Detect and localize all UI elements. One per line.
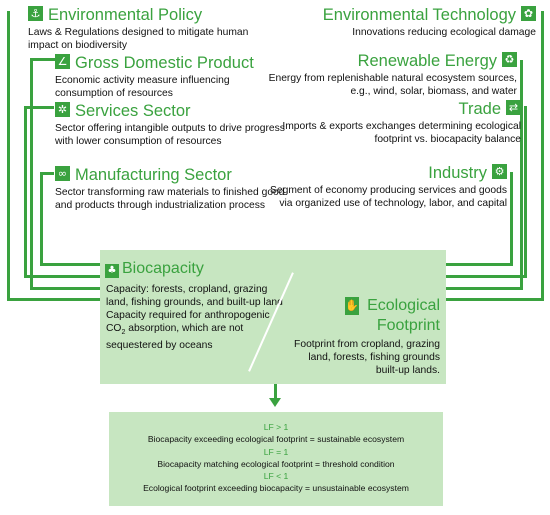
connector-line: [30, 287, 102, 290]
factor-title: Manufacturing Sector: [75, 166, 232, 184]
industry-icon: ⚙: [492, 164, 507, 179]
connector-line: [40, 172, 43, 266]
factor-description: Economic activity measure influencing co…: [55, 75, 230, 99]
footprint-title: Ecological Footprint: [367, 297, 440, 334]
connector-line: [444, 287, 523, 290]
connector-line: [524, 106, 527, 278]
connector-line: [7, 11, 10, 301]
factor-description: Imports & exports exchanges determining …: [282, 121, 521, 145]
footprint-icon: ✋: [345, 297, 359, 315]
connector-line: [7, 298, 102, 301]
line-chart-icon: ∠: [55, 54, 70, 69]
biocapacity-capacity-text: Capacity: forests, cropland, grazing lan…: [106, 284, 283, 308]
connector-line: [30, 58, 33, 290]
biocapacity-absorption-text: Capacity required for anthropogenic CO2 …: [106, 310, 270, 352]
trade-icon: ⇄: [506, 100, 521, 115]
connector-line: [24, 106, 54, 109]
connector-line: [40, 172, 54, 175]
factor-title: Renewable Energy: [357, 52, 497, 70]
connector-line: [24, 275, 102, 278]
factor-description: Innovations reducing ecological damage: [352, 27, 536, 38]
connector-line: [444, 263, 513, 266]
connector-line: [541, 11, 544, 301]
connector-line: [510, 172, 513, 266]
factor-description: Segment of economy producing services an…: [270, 185, 507, 209]
network-icon: ✲: [55, 102, 70, 117]
biocapacity-description: Capacity: forests, cropland, grazing lan…: [106, 283, 286, 352]
connector-line: [40, 263, 102, 266]
lf-outcome: Biocapacity exceeding ecological footpri…: [147, 434, 405, 444]
down-arrow: [274, 384, 277, 400]
lf-condition: LF < 1: [263, 471, 289, 481]
factor-title: Gross Domestic Product: [75, 54, 254, 72]
anchor-icon: ⚓: [28, 6, 43, 21]
factor-title: Industry: [428, 164, 487, 182]
factor-description: Sector offering intangible outputs to dr…: [55, 123, 285, 147]
factor-title: Environmental Technology: [322, 6, 516, 24]
connector-line: [24, 106, 27, 278]
arrow-down-icon: [269, 398, 281, 407]
lf-condition: LF = 1: [263, 447, 289, 457]
factor-title: Services Sector: [75, 102, 191, 120]
factor-title: Trade: [458, 100, 502, 118]
connector-line: [444, 298, 544, 301]
connector-line: [520, 60, 523, 290]
factor-description: Laws & Regulations designed to mitigate …: [28, 27, 249, 51]
infinity-icon: ∞: [55, 166, 70, 181]
technology-icon: ✿: [521, 6, 536, 21]
footprint-description: Footprint from cropland, grazing land, f…: [294, 339, 440, 376]
lf-outcome: Biocapacity matching ecological footprin…: [157, 459, 395, 469]
tree-icon: ♣: [105, 264, 119, 278]
factor-title: Environmental Policy: [48, 6, 203, 24]
biocapacity-title: Biocapacity: [122, 260, 204, 277]
lf-outcome: Ecological footprint exceeding biocapaci…: [143, 483, 409, 493]
recycle-icon: ♻: [502, 52, 517, 67]
lf-condition: LF > 1: [263, 422, 289, 432]
connector-line: [444, 275, 527, 278]
factor-description: Energy from replenishable natural ecosys…: [268, 73, 517, 97]
connector-line: [30, 58, 60, 61]
biocapacity-footprint-box: ♣ Biocapacity Capacity: forests, croplan…: [100, 250, 446, 384]
factor-description: Sector transforming raw materials to fin…: [55, 187, 285, 211]
lf-conditions-box: LF > 1 Biocapacity exceeding ecological …: [109, 412, 443, 506]
